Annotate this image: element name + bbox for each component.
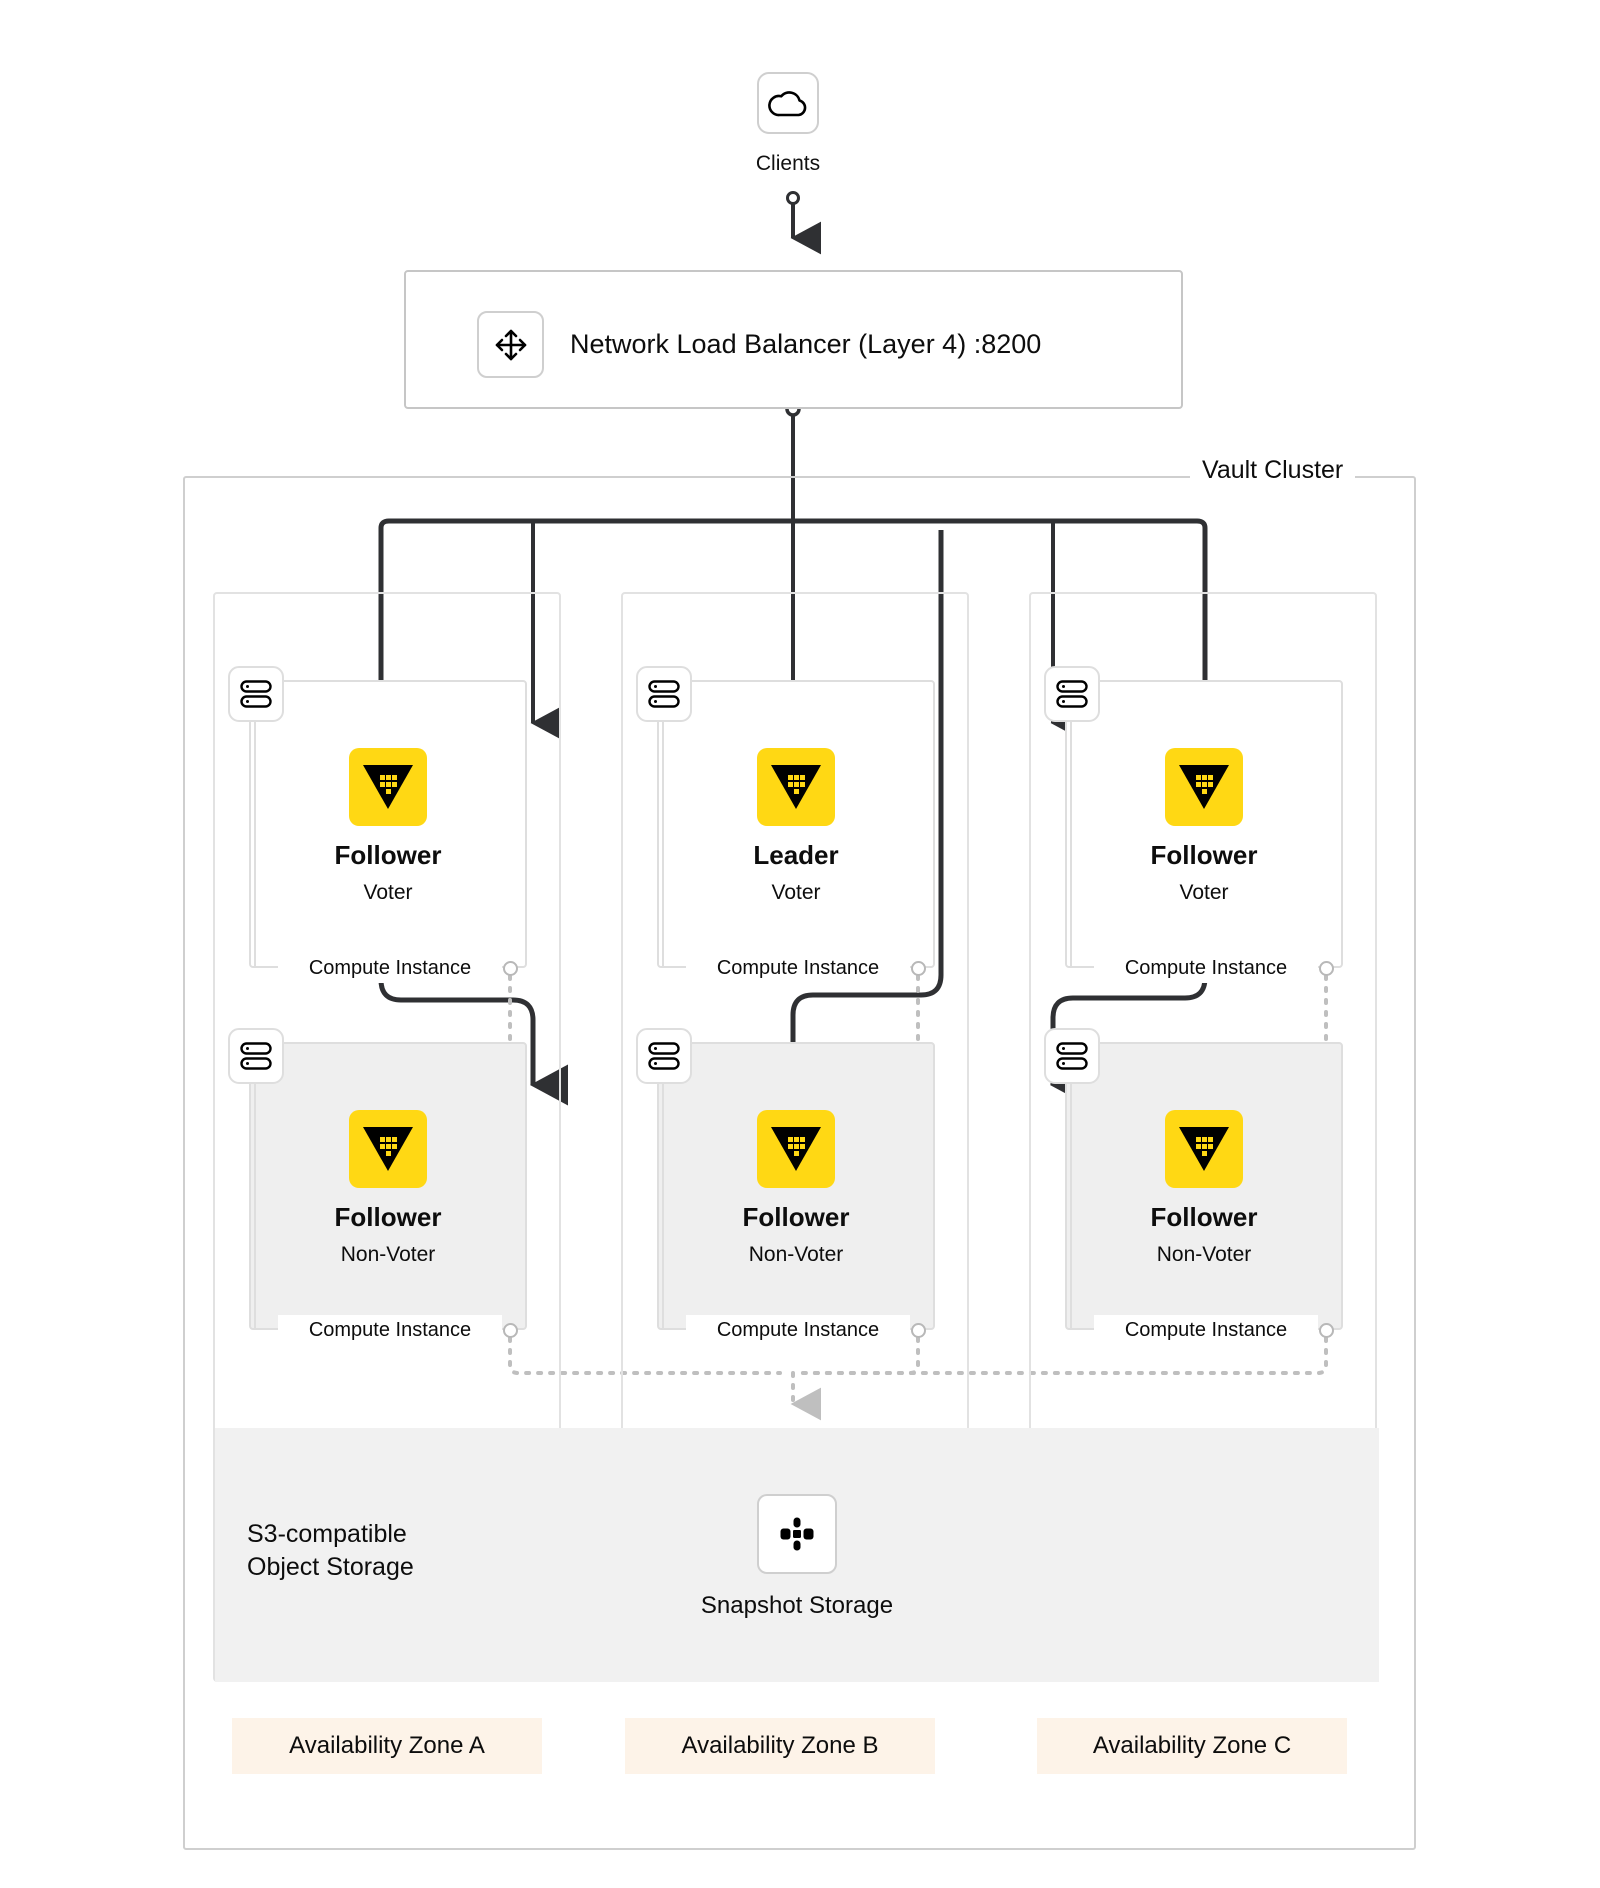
- vault-logo-glyph: [1179, 1127, 1229, 1171]
- clients-label: Clients: [755, 152, 821, 175]
- node-role-label: Follower: [334, 840, 442, 870]
- availability-zone-label: Availability Zone A: [232, 1718, 542, 1774]
- compute-instance-label: Compute Instance: [278, 1315, 502, 1345]
- node-vote-label: Voter: [1179, 881, 1229, 904]
- compute-instance-elbow: [662, 722, 692, 968]
- compute-instance-label: Compute Instance: [1094, 953, 1318, 983]
- compute-instance-card: [249, 680, 527, 968]
- cloud-icon: [768, 91, 807, 117]
- snapshot-storage-label: Snapshot Storage: [700, 1592, 894, 1619]
- object-storage-title-line1: S3-compatible: [247, 1520, 407, 1548]
- clients-icon: [757, 72, 819, 134]
- availability-zone-label: Availability Zone C: [1037, 1718, 1347, 1774]
- compute-instance-elbow: [662, 1084, 692, 1330]
- load-balancer-title: Network Load Balancer (Layer 4) :8200: [570, 328, 1042, 359]
- compute-instance-connector-dot: [1319, 961, 1334, 976]
- compute-instance-connector-dot: [1319, 1323, 1334, 1338]
- vault-cluster-box: [183, 476, 1416, 1850]
- vault-logo-icon: [1165, 1110, 1243, 1188]
- load-balancer-arrows-icon: [477, 311, 544, 378]
- availability-zone-label: Availability Zone B: [625, 1718, 935, 1774]
- server-rack-icon: [228, 666, 284, 722]
- node-vote-label: Voter: [771, 881, 821, 904]
- vault-logo-glyph: [363, 1127, 413, 1171]
- four-way-arrow-icon: [495, 329, 526, 360]
- server-rack-glyph: [240, 680, 272, 708]
- vault-logo-icon: [1165, 748, 1243, 826]
- vault-logo-glyph: [771, 1127, 821, 1171]
- server-rack-glyph: [1056, 680, 1088, 708]
- compute-instance-label: Compute Instance: [686, 953, 910, 983]
- node-vote-label: Non-Voter: [340, 1243, 436, 1266]
- server-rack-icon: [636, 1028, 692, 1084]
- node-vote-label: Non-Voter: [748, 1243, 844, 1266]
- node-role-label: Follower: [1150, 840, 1258, 870]
- node-vote-label: Non-Voter: [1156, 1243, 1252, 1266]
- object-storage-title: S3-compatible Object Storage: [247, 1518, 567, 1585]
- server-rack-icon: [1044, 666, 1100, 722]
- server-rack-glyph: [648, 680, 680, 708]
- node-vote-label: Voter: [363, 881, 413, 904]
- server-rack-icon: [1044, 1028, 1100, 1084]
- vault-logo-icon: [349, 748, 427, 826]
- vault-logo-icon: [757, 748, 835, 826]
- compute-instance-connector-dot: [503, 1323, 518, 1338]
- node-role-label: Follower: [742, 1202, 850, 1232]
- vault-logo-glyph: [771, 765, 821, 809]
- compute-instance-elbow: [1070, 1084, 1100, 1330]
- server-rack-icon: [228, 1028, 284, 1084]
- compute-instance-label: Compute Instance: [278, 953, 502, 983]
- vault-logo-glyph: [1179, 765, 1229, 809]
- compute-instance-label: Compute Instance: [686, 1315, 910, 1345]
- vault-logo-icon: [757, 1110, 835, 1188]
- network-load-balancer-box: [404, 270, 1183, 409]
- snapshot-cluster-icon: [757, 1494, 837, 1574]
- node-role-label: Leader: [753, 840, 839, 870]
- server-rack-glyph: [1056, 1042, 1088, 1070]
- node-role-label: Follower: [1150, 1202, 1258, 1232]
- compute-instance-connector-dot: [911, 961, 926, 976]
- server-rack-icon: [636, 666, 692, 722]
- object-storage-title-line2: Object Storage: [247, 1553, 414, 1582]
- compute-instance-label: Compute Instance: [1094, 1315, 1318, 1345]
- vault-logo-glyph: [363, 765, 413, 809]
- server-rack-glyph: [240, 1042, 272, 1070]
- snapshot-cluster-glyph: [780, 1517, 814, 1551]
- compute-instance-elbow: [254, 722, 284, 968]
- server-rack-glyph: [648, 1042, 680, 1070]
- compute-instance-connector-dot: [503, 961, 518, 976]
- vault-logo-icon: [349, 1110, 427, 1188]
- node-role-label: Follower: [334, 1202, 442, 1232]
- compute-instance-elbow: [1070, 722, 1100, 968]
- compute-instance-connector-dot: [911, 1323, 926, 1338]
- compute-instance-elbow: [254, 1084, 284, 1330]
- vault-cluster-label: Vault Cluster: [1190, 456, 1356, 485]
